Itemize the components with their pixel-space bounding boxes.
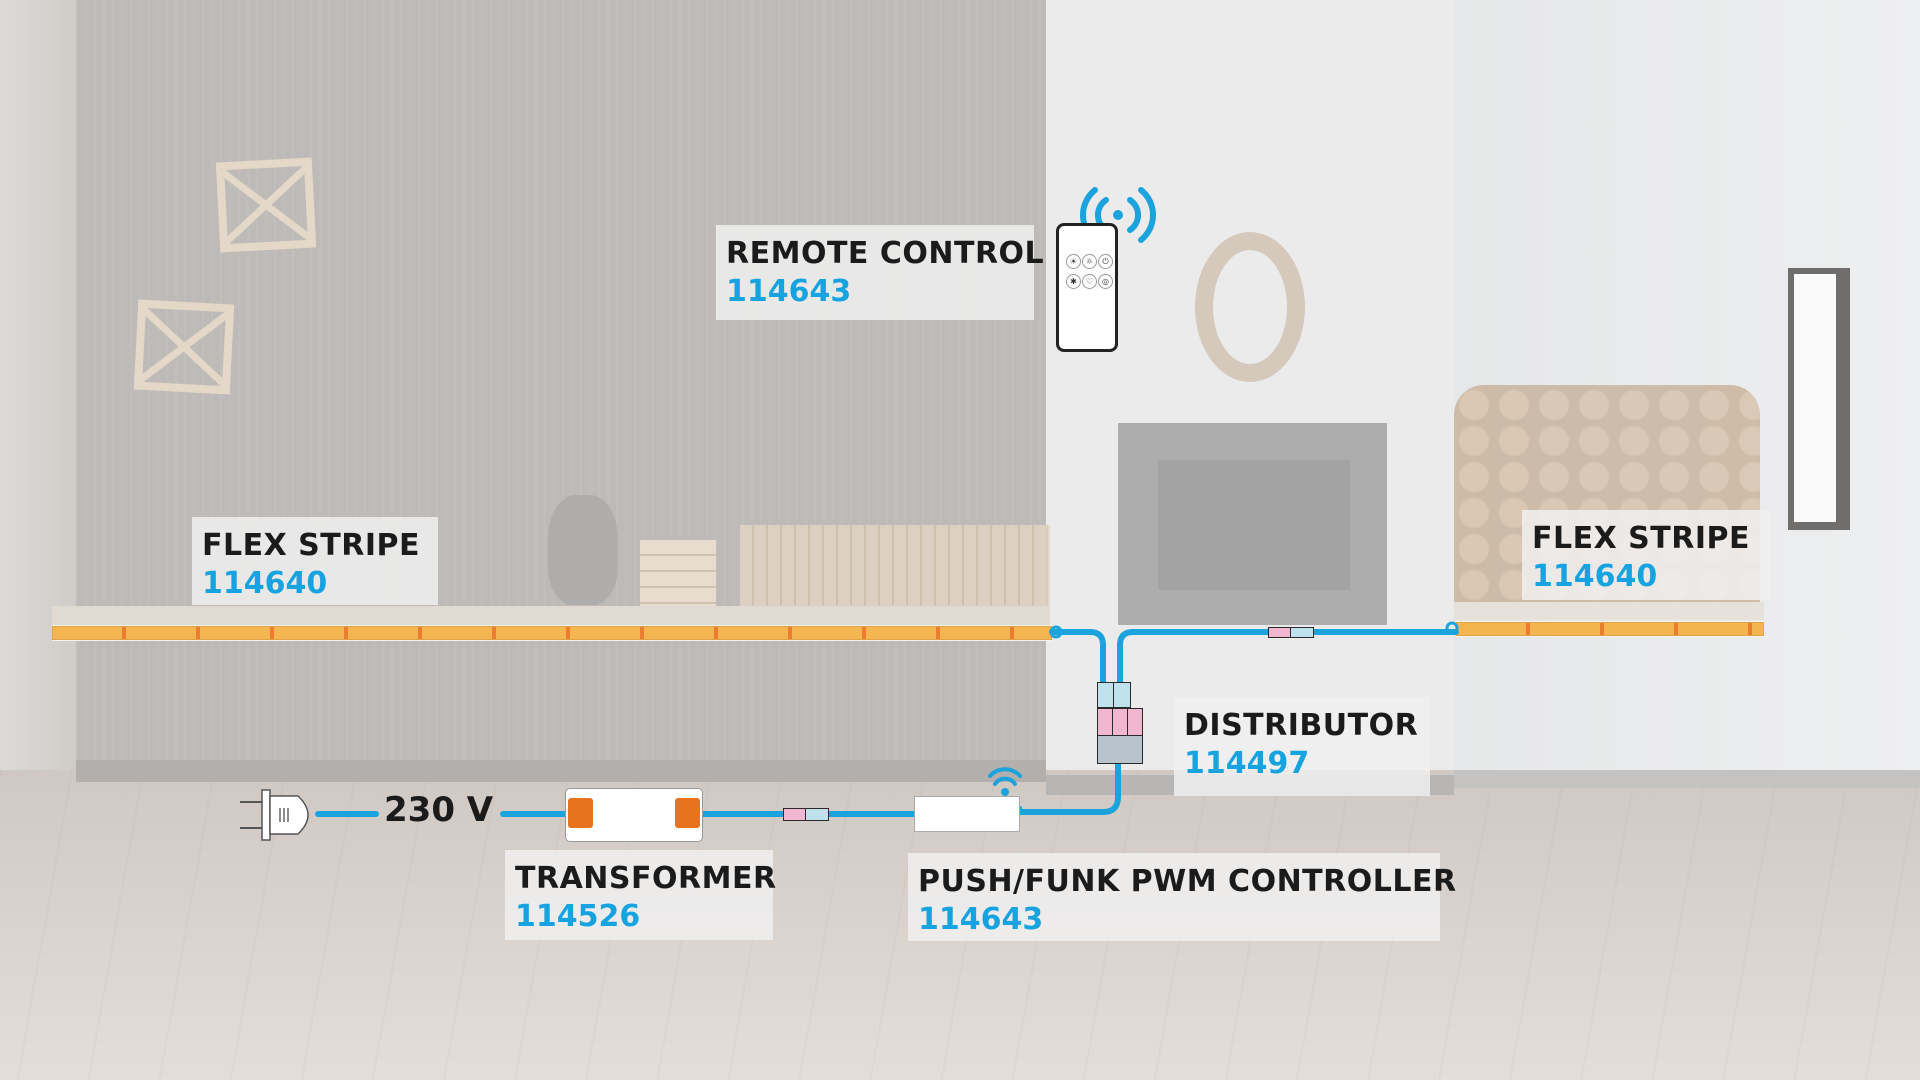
connector-blue xyxy=(805,808,829,821)
connector xyxy=(783,808,829,821)
label-title: PUSH/FUNK PWM CONTROLLER xyxy=(918,864,1457,899)
terminal-icon xyxy=(675,798,700,828)
connector-pink xyxy=(783,808,807,821)
label-title: FLEX STRIPE xyxy=(1532,521,1750,556)
pwm-controller-device xyxy=(914,796,1020,832)
connector-pink xyxy=(1268,627,1292,638)
label-title: DISTRIBUTOR xyxy=(1184,708,1419,743)
distributor-port xyxy=(1112,708,1128,736)
baseboard xyxy=(1454,770,1920,788)
terminal-icon xyxy=(568,798,593,828)
transformer-device xyxy=(565,788,703,842)
connector-blue xyxy=(1290,627,1314,638)
led-strip-left xyxy=(52,625,1052,641)
label-title: REMOTE CONTROL xyxy=(726,236,1045,271)
remote-button: ♡ xyxy=(1082,274,1097,289)
distributor-port xyxy=(1127,708,1143,736)
vase xyxy=(548,495,618,605)
led-strip-right xyxy=(1456,621,1764,637)
connector xyxy=(1268,627,1314,638)
baseboard xyxy=(76,760,1046,782)
pendant-lamp-icon xyxy=(133,299,235,395)
power-plug-icon xyxy=(240,789,309,841)
label-code: 114643 xyxy=(726,274,852,309)
remote-button: ☀ xyxy=(1066,254,1081,269)
wall-light-panel xyxy=(1794,274,1836,522)
distributor-device xyxy=(1097,682,1143,764)
label-code: 114640 xyxy=(1532,559,1658,594)
label-distributor: DISTRIBUTOR 114497 xyxy=(1174,697,1430,796)
remote-button: ⏻ xyxy=(1098,254,1113,269)
distributor-port xyxy=(1097,708,1113,736)
remote-button: ◎ xyxy=(1098,274,1113,289)
shelf xyxy=(52,606,1050,626)
label-code: 114643 xyxy=(918,902,1044,937)
label-code: 114640 xyxy=(202,566,328,601)
pendant-lamp-icon xyxy=(215,157,317,253)
distributor-body xyxy=(1097,735,1143,764)
label-title: FLEX STRIPE xyxy=(202,528,420,563)
gray-wall xyxy=(76,0,1046,770)
shelf xyxy=(1454,602,1764,620)
side-wall xyxy=(0,0,76,790)
label-code: 114497 xyxy=(1184,746,1310,781)
fireplace xyxy=(1118,423,1387,625)
remote-button: ☼ xyxy=(1082,254,1097,269)
label-transformer: TRANSFORMER 114526 xyxy=(505,850,777,940)
remote-button: ✱ xyxy=(1066,274,1081,289)
label-code: 114526 xyxy=(515,899,641,934)
label-flex-stripe-left: FLEX STRIPE 114640 xyxy=(192,517,438,605)
label-remote-control: REMOTE CONTROL 114643 xyxy=(716,225,1045,320)
fireplace-opening xyxy=(1158,460,1350,590)
wall-light xyxy=(1788,268,1850,530)
label-pwm-controller: PUSH/FUNK PWM CONTROLLER 114643 xyxy=(908,853,1457,941)
chimney-wall xyxy=(1046,0,1454,790)
label-title: TRANSFORMER xyxy=(515,861,777,896)
books xyxy=(740,525,1050,607)
book-stack xyxy=(640,540,716,606)
wreath xyxy=(1195,232,1305,382)
remote-control-icon: ☀ ☼ ⏻ ✱ ♡ ◎ xyxy=(1056,223,1118,352)
voltage-label: 230 V xyxy=(384,790,494,830)
distributor-port xyxy=(1113,682,1131,708)
label-flex-stripe-right: FLEX STRIPE 114640 xyxy=(1522,510,1770,600)
